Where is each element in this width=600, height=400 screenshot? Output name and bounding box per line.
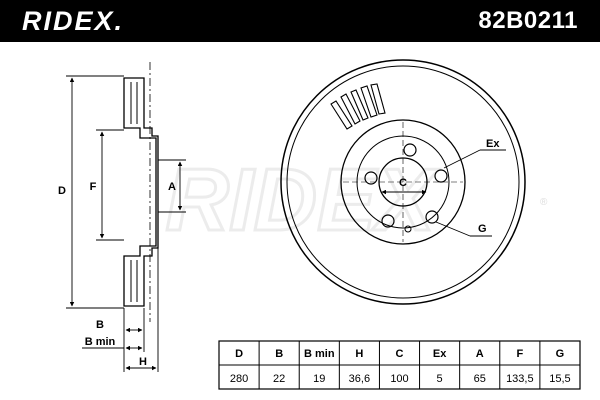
brand-logo: RIDEX. [22, 6, 125, 36]
table-header-cell: H [355, 348, 363, 360]
label-g: G [478, 223, 487, 235]
disc-inner-edge [286, 65, 520, 299]
dimension-b [82, 248, 159, 372]
header-bar: RIDEX. 82B0211 [0, 0, 600, 42]
table-header-cell: D [235, 348, 243, 360]
table-header-cell: G [556, 348, 565, 360]
table-value-cell: 22 [273, 373, 285, 385]
table-header-cell: B [275, 348, 283, 360]
bolt-hole-3 [425, 210, 439, 224]
label-f: F [90, 181, 97, 193]
label-c: C [399, 177, 407, 189]
label-b-min: B min [85, 336, 116, 348]
disc-outer-edge [280, 59, 526, 305]
label-d: D [58, 185, 66, 197]
bolt-hole-2 [434, 169, 448, 183]
disc-section-outline [123, 77, 159, 307]
leader-g [435, 221, 492, 237]
dimension-d [66, 75, 124, 309]
table-header-cell: Ex [433, 348, 447, 360]
cooling-slots [330, 83, 386, 130]
table-value-cell: 36,6 [349, 373, 370, 385]
table-value-cell: 19 [313, 373, 325, 385]
table-header-cell: C [396, 348, 404, 360]
label-h: H [139, 356, 147, 368]
front-view [280, 59, 526, 305]
table-value-cell: 100 [390, 373, 408, 385]
table-value-cell: 5 [437, 373, 443, 385]
table-header-cell: A [476, 348, 484, 360]
table-value-cell: 133,5 [506, 373, 534, 385]
table-value-cell: 15,5 [549, 373, 570, 385]
locating-hole [404, 225, 412, 233]
hub-outer-ring [340, 119, 466, 245]
label-a: A [168, 181, 176, 193]
part-number: 82B0211 [478, 7, 578, 34]
watermark-registered-icon: ® [540, 197, 548, 208]
label-ex: Ex [486, 138, 500, 150]
leader-ex [443, 149, 506, 169]
watermark-text: RIDEX [166, 150, 440, 249]
table-header-cell: F [516, 348, 523, 360]
table-value-cell: 65 [474, 373, 486, 385]
label-b: B [96, 319, 104, 331]
table-header-cell: B min [304, 348, 335, 360]
spec-table: D 280 B 22 B min 19 H 36,6 C 100 Ex 5 A 65 F 133,5 G 15,5 [218, 340, 581, 390]
dimension-a [158, 159, 186, 213]
bolt-hole-1 [403, 143, 417, 157]
table-value-cell: 280 [230, 373, 248, 385]
side-view [123, 62, 159, 322]
bolt-hole-5 [364, 171, 378, 185]
dimension-f [96, 129, 124, 241]
bolt-hole-4 [381, 214, 395, 228]
